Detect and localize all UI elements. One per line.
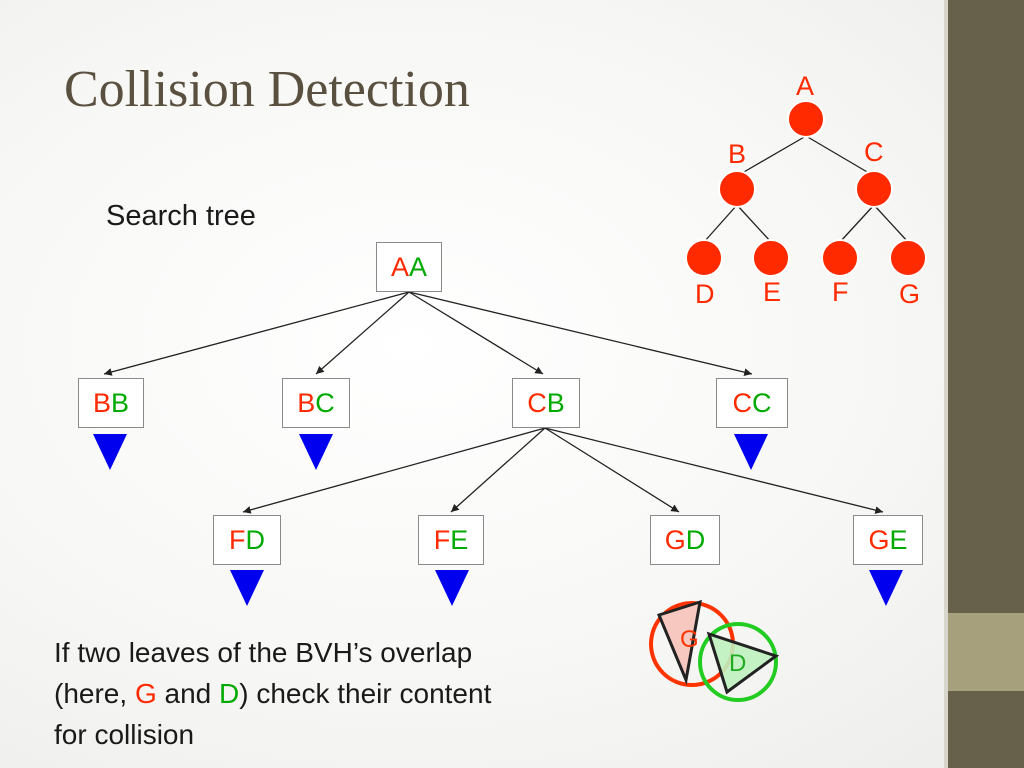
search-node-gd: GD [650,515,720,565]
node-right-letter: D [685,525,706,555]
triangle-d [706,631,780,695]
edge-cb-ge [544,427,884,514]
search-node-cb: CB [512,378,580,428]
bvh-label-f: F [832,277,849,307]
decorative-sidebar-accent [948,613,1024,691]
caption-line-2: (here, G and D) check their content [54,673,491,714]
node-right-letter: E [889,525,908,555]
pruned-subtree-icon [435,570,469,606]
bvh-node-d [685,239,723,277]
pruned-subtree-icon [93,434,127,470]
caption-highlight-g: G [134,678,157,709]
node-right-letter: C [315,388,335,418]
caption: If two leaves of the BVH’s overlap (here… [54,632,491,755]
bvh-node-f [821,239,859,277]
bounding-circle-d [698,622,778,702]
overlap-illustration [649,599,780,702]
node-left-letter: F [433,525,451,555]
caption-highlight-d: D [219,678,240,709]
overlap-label-g: G [680,626,699,653]
bvh-node-a [787,100,825,138]
node-left-letter: B [92,388,111,418]
search-node-fd: FD [213,515,281,565]
pruned-subtree-icon [734,434,768,470]
node-left-letter: A [390,252,409,282]
search-node-cc: CC [716,378,788,428]
bvh-node-e [752,239,790,277]
node-left-letter: C [527,388,547,418]
bvh-label-a: A [796,71,815,101]
caption-line-3: for collision [54,719,195,750]
bvh-node-g [889,239,927,277]
edge-cb-gd [544,427,680,513]
caption-text: (here, [54,678,135,709]
search-tree-heading: Search tree [106,200,256,232]
node-left-letter: C [732,388,753,418]
node-right-letter: E [450,525,469,555]
overlap-label-d: D [729,650,747,677]
bvh-label-c: C [864,137,884,167]
node-right-letter: B [546,388,565,418]
pruned-subtree-icon [230,570,264,606]
edge-aa-cb [408,291,544,375]
edge-aa-cc [408,291,753,376]
search-node-bc: BC [282,378,350,428]
node-right-letter: D [245,525,266,555]
edge-aa-bb [103,291,410,376]
node-left-letter: B [297,388,316,418]
bvh-node-c [855,170,893,208]
sidebar-edge [944,0,948,768]
slide-title: Collision Detection [64,61,470,118]
bvh-label-b: B [728,139,747,169]
search-node-aa: AA [376,242,442,292]
node-left-letter: G [868,525,890,555]
search-node-bb: BB [78,378,144,428]
edge-cb-fe [450,427,546,513]
bvh-label-g: G [899,279,921,309]
caption-text: and [156,678,219,709]
pruned-subtree-icon [299,434,333,470]
bvh-label-d: D [695,279,715,309]
node-left-letter: G [664,525,686,555]
pruned-subtree-icon [869,570,903,606]
node-right-letter: A [409,252,428,282]
caption-text: ) check their content [239,678,492,709]
edge-aa-bc [315,291,410,375]
node-right-letter: C [752,388,772,418]
caption-line-1: If two leaves of the BVH’s overlap [54,637,473,668]
node-right-letter: B [111,388,130,418]
bvh-node-b [718,170,756,208]
search-node-fe: FE [418,515,484,565]
triangle-g [656,599,702,686]
node-left-letter: F [229,525,246,555]
edge-cb-fd [242,427,546,514]
search-node-ge: GE [853,515,923,565]
bvh-label-e: E [763,277,782,307]
